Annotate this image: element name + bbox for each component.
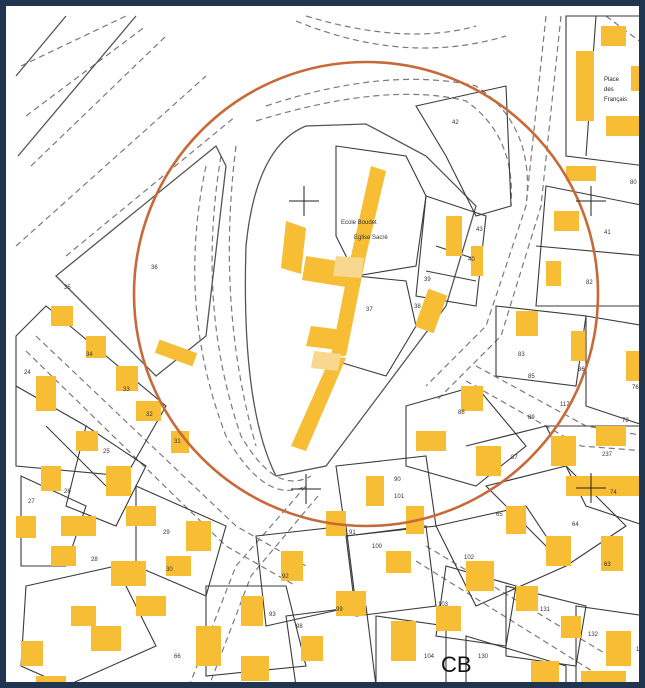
parcel-number: 90 [394, 477, 401, 483]
road-network [15, 15, 639, 682]
parcel-number: 131 [540, 607, 551, 613]
parcel-number: 76 [632, 385, 639, 391]
parcel-number: 64 [572, 522, 579, 528]
parcel-number: 24 [24, 370, 31, 376]
parcel-number: 37 [366, 307, 373, 313]
parcel-number: 104 [424, 654, 435, 660]
place-name-line-3: Français [604, 97, 627, 103]
cadastral-map[interactable]: Ecole Boudet Eglise Sacré Place des Fran… [6, 6, 645, 688]
parcel-number: 82 [586, 280, 593, 286]
parcel-number: 65 [496, 512, 503, 518]
parcel-number: 28 [91, 557, 98, 563]
parcel-number: 29 [163, 530, 170, 536]
parcel-number: 91 [349, 530, 356, 536]
parcel-number: 25 [103, 449, 110, 455]
area-highlight-circle [132, 60, 600, 528]
place-name-line-2: des [604, 87, 614, 93]
parcel-number: 117 [560, 402, 570, 408]
parcel-number: 83 [518, 352, 525, 358]
parcel-number: 63 [604, 562, 611, 568]
parcel-number: 102 [464, 555, 475, 561]
parcel-number: 99 [336, 607, 343, 613]
parcel-number: 86 [578, 367, 585, 373]
school-label: Ecole Boudet [341, 220, 377, 226]
parcel-number: 42 [452, 120, 459, 126]
survey-markers [289, 186, 606, 504]
parcel-number: 97 [246, 684, 253, 688]
parcel-number-labels: 42 43 40 39 38 37 36 35 34 33 32 31 24 2… [24, 120, 645, 688]
parcel-number: 130 [478, 654, 489, 660]
parcel-number: 41 [604, 230, 611, 236]
parcel-number: 27 [28, 499, 35, 505]
parcel-number: 80 [630, 180, 637, 186]
church-label: Eglise Sacré [354, 235, 388, 241]
parcel-number: 133 [636, 647, 645, 653]
parcel-number: 33 [123, 387, 130, 393]
parcel-number: 100 [372, 544, 383, 550]
parcel-number: 36 [151, 265, 158, 271]
parcel-number: 31 [174, 439, 181, 445]
place-name-line-1: Place [604, 77, 620, 83]
parcel-number: 74 [610, 490, 617, 496]
parcel-number: 43 [476, 227, 483, 233]
buildings [16, 26, 639, 682]
parcel-number: 132 [588, 632, 599, 638]
parcel-number: 34 [86, 352, 93, 358]
section-code: CB [441, 652, 472, 677]
parcel-number: 92 [282, 574, 289, 580]
parcel-number: 39 [424, 277, 431, 283]
parcel-number: 98 [296, 624, 303, 630]
parcel-number: 66 [174, 654, 181, 660]
parcel-number: 93 [269, 612, 276, 618]
parcel-number: 103 [438, 602, 449, 608]
parcel-number: 85 [528, 374, 535, 380]
parcel-number: 35 [64, 285, 71, 291]
parcel-number: 30 [166, 567, 173, 573]
parcel-number: 89 [528, 415, 535, 421]
parcel-number: 237 [602, 452, 613, 458]
parcel-number: 101 [394, 494, 405, 500]
parcel-number: 87 [511, 455, 518, 461]
parcel-number: 32 [146, 412, 153, 418]
parcel-number: 78 [622, 418, 629, 424]
parcel-number: 38 [414, 304, 421, 310]
parcel-number: 40 [468, 257, 475, 263]
parcel-number: 88 [458, 410, 465, 416]
parcel-number: 26 [64, 489, 71, 495]
